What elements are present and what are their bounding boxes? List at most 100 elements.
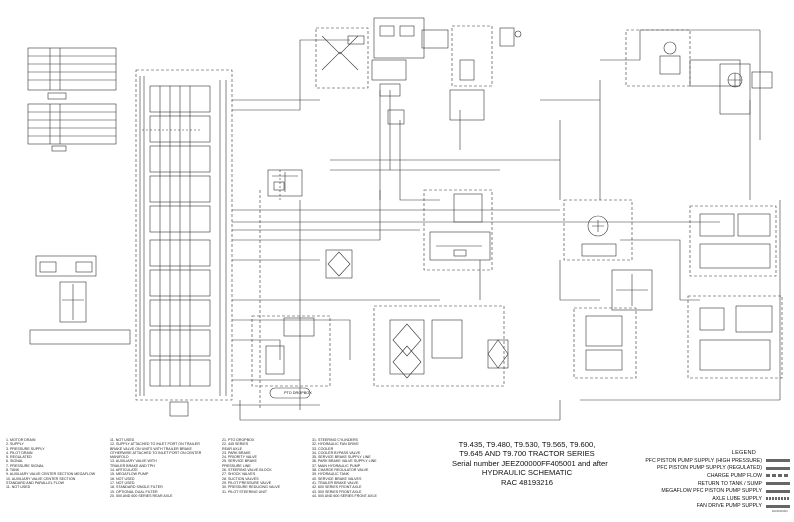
hydraulic-tank <box>373 305 509 387</box>
cooler-block <box>687 295 783 379</box>
main-supply-lines <box>140 29 781 421</box>
legend-swatch-solid <box>766 466 790 470</box>
note: 26. STEERING VALVE BLOCK <box>222 468 272 473</box>
note: 14. ARTICULATE <box>110 468 138 473</box>
note: 18. STANDARD SINGLE FILTER <box>110 485 163 490</box>
note: 34. COOLER BYPASS VALVE <box>312 450 361 455</box>
note: STANDARD AND PARALLEL FLOW <box>6 480 65 485</box>
steering-valve-cluster <box>315 17 522 125</box>
note: PRESSURE LINE <box>222 463 251 468</box>
legend-label: MEGAFLOW PFC PISTON PUMP SUPPLY <box>661 488 762 495</box>
front-axle-block <box>573 307 637 379</box>
note: 39. HYDRAULIC TANK <box>312 472 350 477</box>
note: REAR AXLE <box>222 446 242 451</box>
legend-swatch-solid <box>766 489 790 493</box>
legend-swatch-solid <box>766 459 790 463</box>
note: 10. AUXILIARY VALVE CENTER SECTION <box>6 476 76 481</box>
legend-item: RETURN TO TANK / SUMP <box>640 480 790 488</box>
note: 30. PRESSURE REDUCING VALVE <box>222 485 280 490</box>
note: 19. OPTIONAL DUAL FILTER <box>110 489 158 494</box>
note: 31. STEERING CYLINDERS <box>312 438 358 442</box>
legend-swatch-dash <box>766 474 790 478</box>
legend-item: FAN DRIVE PUMP SUPPLY <box>640 503 790 511</box>
pto-block <box>251 315 331 399</box>
note: 11. NOT USED <box>110 438 135 442</box>
note: 36. PARK BRAKE VALVE SUPPLY LINE <box>312 459 377 464</box>
legend-item: AXLE LUBE SUPPLY <box>640 495 790 503</box>
model-list: T9.435, T9.480, T9.530, T9.565, T9.600, <box>458 440 596 449</box>
note: 33. COOLER <box>312 446 334 451</box>
legend-label: PFC PISTON PUMP SUPPLY (REGULATED) <box>656 465 762 472</box>
legend-item: MEGAFLOW PFC PISTON PUMP SUPPLY <box>640 487 790 495</box>
note: 12. SUPPLY ATTACHED TO INLET PORT ON TRA… <box>110 442 200 447</box>
valve-legend-bottom <box>27 103 117 152</box>
note: BRAKE VALVE ON UNITS WITH TRAILER BRAKE <box>110 446 192 451</box>
note: 15. MEGAFLOW PUMP <box>110 472 149 477</box>
serial-number: Serial number JEEZ00000FF405001 and afte… <box>452 458 608 468</box>
note: 1. MOTOR DRAIN <box>6 438 36 442</box>
note: 5. REGULATED <box>6 455 32 460</box>
note: 32. HYDRAULIC FAN DRIVE <box>312 442 359 447</box>
legend: LEGEND PFC PISTON PUMP SUPPLY (HIGH PRES… <box>640 449 790 510</box>
note: 40. SERVICE BRAKE VALVES <box>312 476 362 481</box>
note: 23. PARK BRAKE <box>222 450 251 455</box>
notes-column-2: 11. NOT USED 12. SUPPLY ATTACHED TO INLE… <box>110 438 201 498</box>
main-hydraulic-pump <box>625 29 773 115</box>
note: 31. PILOT STEERING UNIT <box>222 489 268 494</box>
note: 43. 500 SERIES FRONT AXLE <box>312 489 362 494</box>
note: 9. AUXILIARY VALVE CENTER SECTION MEGAFL… <box>6 472 96 477</box>
legend-title: LEGEND <box>731 450 756 456</box>
document-number: RAC 48193216 <box>501 477 553 487</box>
note: 6. SIGNAL <box>6 459 24 464</box>
note: 20. 500 AND 600 SERIES REAR AXLE <box>110 493 173 498</box>
note: 11. NOT USED <box>6 485 31 490</box>
note: 42. 600 SERIES FRONT AXLE <box>312 485 362 490</box>
hitch-valve-block <box>29 255 131 345</box>
charge-filter <box>325 249 353 279</box>
note: 8. TANK <box>6 468 20 473</box>
note: 3. PRESSURE SUPPLY <box>6 446 45 451</box>
note: 4. PILOT DRAIN <box>6 450 33 455</box>
priority-valve <box>267 169 303 197</box>
note: 17. NOT USED <box>110 480 135 485</box>
notes-column-4: 31. STEERING CYLINDERS 32. HYDRAULIC FAN… <box>312 438 377 498</box>
tractor-series: T9.645 AND T9.700 TRACTOR SERIES <box>459 449 595 459</box>
fan-drive-block <box>563 199 633 261</box>
pto-dropbox-label: PTO DROPBOX <box>284 391 312 395</box>
remote-valve-stack <box>135 69 233 401</box>
note: 27. SHOCK VALVES <box>222 472 256 477</box>
note: 2. SUPPLY <box>6 442 24 447</box>
note: MANIFOLD <box>110 455 129 460</box>
legend-label: FAN DRIVE PUMP SUPPLY <box>696 503 762 510</box>
legend-swatch-solid <box>766 504 790 508</box>
legend-item: PFC PISTON PUMP SUPPLY (REGULATED) <box>640 465 790 473</box>
note: OTHERWISE ATTACHED TO INLET PORT ON CENT… <box>110 450 202 455</box>
brake-valve-block <box>423 189 493 271</box>
valve-legend-top <box>27 47 117 100</box>
note: 29. PILOT PRESSURE VALVE <box>222 480 272 485</box>
legend-swatch-solid <box>766 482 790 486</box>
note: 25. SERVICE BRAKE <box>222 459 257 464</box>
legend-label: RETURN TO TANK / SUMP <box>697 480 762 487</box>
schematic-title: HYDRAULIC SCHEMATIC <box>481 468 573 478</box>
notes-column-1: 1. MOTOR DRAIN 2. SUPPLY 3. PRESSURE SUP… <box>6 438 95 490</box>
legend-swatch-dot <box>766 497 790 501</box>
legend-label: CHARGE PUMP FLOW <box>707 472 762 479</box>
legend-label: AXLE LUBE SUPPLY <box>712 495 762 502</box>
note: 44. 500 AND 600 SERIES FRONT AXLE <box>312 493 377 498</box>
legend-item: PFC PISTON PUMP SUPPLY (HIGH PRESSURE) <box>640 457 790 465</box>
title-block: T9.435, T9.480, T9.530, T9.565, T9.600, … <box>452 440 608 487</box>
legend-label: PFC PISTON PUMP SUPPLY (HIGH PRESSURE) <box>645 457 762 464</box>
note: 41. TRAILER BRAKE VALVE <box>312 480 359 485</box>
note: 21. PTO DROPBOX <box>222 438 255 442</box>
note: 24. PRIORITY VALVE <box>222 455 257 460</box>
pilot-supply <box>169 401 189 417</box>
note: 13. AUXILIARY VALVE WITH <box>110 459 157 464</box>
note: 28. SUCTION VALVES <box>222 476 259 481</box>
note: 22. 445 SERIES <box>222 442 249 447</box>
note: 35. SERVICE BRAKE SUPPLY LINE <box>312 455 371 460</box>
rear-right-valve-block <box>611 205 777 311</box>
note: 37. MAIN HYDRAULIC PUMP <box>312 463 361 468</box>
note: 38. CHARGE REGULATOR VALVE <box>312 468 369 473</box>
